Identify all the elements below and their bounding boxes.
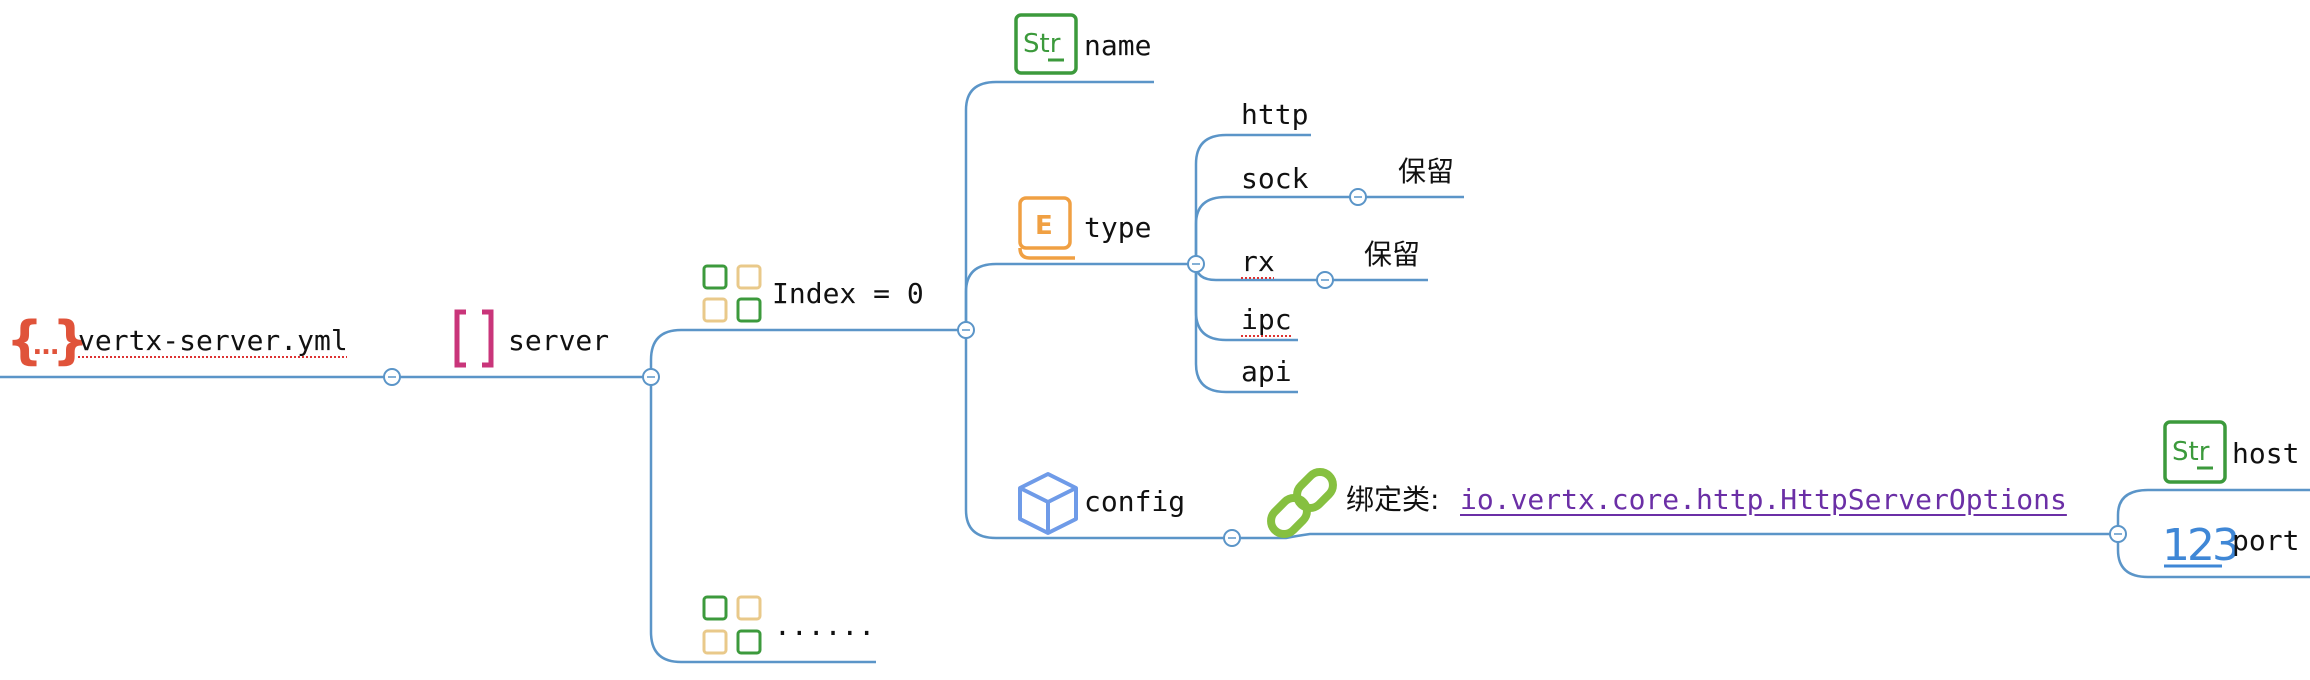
svg-text:123: 123	[2162, 520, 2237, 571]
edge-to-port	[2116, 534, 2310, 579]
more-node-label[interactable]: ......	[774, 609, 876, 642]
type-node-label[interactable]: type	[1084, 211, 1152, 244]
svg-text:}: }	[52, 311, 89, 371]
edge-to-config	[964, 330, 1232, 540]
binding-class-link[interactable]: io.vertx.core.http.HttpServerOptions	[1460, 483, 2067, 516]
svg-text:{: {	[6, 311, 43, 371]
knob-minus-marks	[388, 196, 2122, 539]
svg-text:…: …	[33, 331, 59, 361]
rx-note[interactable]: 保留	[1364, 238, 1421, 271]
edge-config-binding	[1232, 532, 2118, 540]
edge-to-api	[1194, 264, 1298, 394]
grid-item-icon	[702, 595, 762, 655]
string-type-icon: Str	[2163, 420, 2227, 484]
grid-item-icon	[702, 264, 762, 323]
connector-lines	[0, 80, 2310, 664]
cube-icon	[1018, 472, 1078, 535]
server-node-label[interactable]: server	[508, 324, 610, 357]
host-node-label[interactable]: host	[2232, 437, 2300, 470]
edge-to-name	[964, 80, 1154, 330]
root-node-label[interactable]: vertx-server.yml	[78, 324, 348, 357]
link-chain-icon	[1267, 468, 1337, 538]
object-braces-icon: { … }	[6, 311, 89, 371]
type-value-sock[interactable]: sock	[1241, 162, 1309, 195]
svg-text:Str: Str	[1023, 29, 1061, 59]
index-node-label[interactable]: Index = 0	[772, 277, 924, 310]
array-brackets-icon	[454, 309, 494, 368]
edge-to-type	[964, 262, 1196, 330]
edge-to-index	[649, 328, 966, 377]
sock-note[interactable]: 保留	[1398, 155, 1455, 188]
binding-prefix-label: 绑定类:	[1346, 483, 1440, 516]
name-node-label[interactable]: name	[1084, 29, 1152, 62]
config-node-label[interactable]: config	[1084, 485, 1186, 518]
edge-to-host	[2116, 488, 2310, 534]
port-node-label[interactable]: port	[2232, 524, 2300, 557]
type-value-rx[interactable]: rx	[1241, 245, 1275, 278]
string-type-icon: Str	[1014, 13, 1078, 75]
svg-text:Str: Str	[2172, 437, 2210, 467]
enum-book-icon: E	[1018, 196, 1075, 260]
type-value-ipc[interactable]: ipc	[1241, 303, 1292, 336]
edge-to-more	[649, 377, 876, 664]
type-value-api[interactable]: api	[1241, 355, 1292, 388]
svg-text:E: E	[1035, 211, 1053, 241]
type-value-http[interactable]: http	[1241, 98, 1309, 131]
edge-to-http	[1194, 133, 1311, 264]
number-type-icon: 123	[2162, 520, 2240, 571]
edge-to-sock	[1194, 195, 1358, 264]
